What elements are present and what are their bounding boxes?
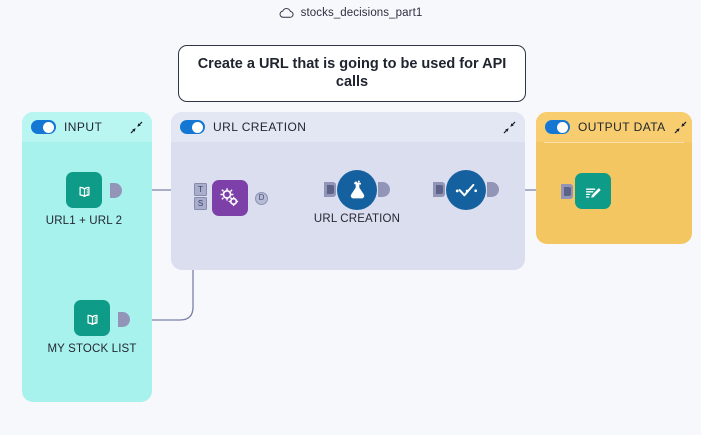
- book-folder-icon: [73, 182, 95, 200]
- book-folder-icon: [81, 310, 103, 328]
- node-url1-url2-icon-box[interactable]: [66, 172, 102, 208]
- node-my-stock-list-label: MY STOCK LIST: [47, 343, 137, 355]
- document-title-bar: stocks_decisions_part1: [0, 7, 701, 19]
- node-url-creation-input-port[interactable]: [324, 182, 336, 197]
- group-input-toggle[interactable]: [31, 120, 56, 134]
- toggle-knob: [43, 121, 55, 133]
- collapse-icon[interactable]: [674, 121, 687, 134]
- node-validation-icon-box[interactable]: [446, 170, 486, 210]
- node-output-document-input-port[interactable]: [561, 184, 573, 199]
- node-gears-icon-box[interactable]: [212, 180, 248, 216]
- group-output-data-toggle[interactable]: [545, 120, 570, 134]
- node-url1-url2-label: URL1 + URL 2: [45, 215, 123, 227]
- group-input-label: INPUT: [64, 120, 103, 134]
- group-input-header: INPUT: [22, 112, 152, 142]
- toggle-knob: [192, 121, 204, 133]
- node-gears-input-port-s[interactable]: S: [194, 197, 207, 210]
- group-input[interactable]: INPUT: [22, 112, 152, 402]
- toggle-knob: [557, 121, 569, 133]
- node-url1-url2-output-port[interactable]: [110, 183, 122, 198]
- node-validation[interactable]: [433, 170, 499, 210]
- node-url-creation-icon-box[interactable]: [337, 170, 377, 210]
- node-validation-input-port[interactable]: [433, 182, 445, 197]
- node-my-stock-list-output-port[interactable]: [118, 312, 130, 327]
- node-gears-input-port-t[interactable]: T: [194, 183, 207, 196]
- document-edit-folder-icon: [582, 183, 604, 201]
- annotation-note-text: Create a URL that is going to be used fo…: [197, 55, 507, 90]
- group-url-creation-label: URL CREATION: [213, 120, 307, 134]
- node-my-stock-list[interactable]: MY STOCK LIST: [47, 300, 136, 355]
- flask-icon: [350, 180, 364, 198]
- node-url1-url2[interactable]: URL1 + URL 2: [46, 172, 122, 227]
- group-output-data-header: OUTPUT DATA: [536, 112, 692, 142]
- node-url-creation-output-port[interactable]: [378, 182, 390, 197]
- node-output-document[interactable]: [561, 173, 611, 209]
- node-validation-output-port[interactable]: [487, 182, 499, 197]
- cloud-icon: [279, 8, 294, 18]
- node-my-stock-list-icon-box[interactable]: [74, 300, 110, 336]
- group-url-creation-header: URL CREATION: [171, 112, 525, 142]
- gears-icon: [220, 188, 239, 207]
- node-output-document-icon-box[interactable]: [575, 173, 611, 209]
- checkmark-chart-icon: [455, 183, 477, 196]
- node-url-creation-label: URL CREATION: [313, 213, 401, 225]
- node-url-creation[interactable]: URL CREATION: [314, 170, 400, 225]
- collapse-icon[interactable]: [503, 121, 516, 134]
- group-output-data-divider: [544, 142, 684, 143]
- collapse-icon[interactable]: [130, 121, 143, 134]
- group-output-data-label: OUTPUT DATA: [578, 120, 666, 134]
- node-gears-output-port-d[interactable]: D: [255, 192, 268, 205]
- node-gears[interactable]: T S D: [194, 180, 268, 216]
- group-input-divider: [30, 142, 144, 143]
- annotation-note[interactable]: Create a URL that is going to be used fo…: [178, 45, 526, 102]
- group-output-data[interactable]: OUTPUT DATA: [536, 112, 692, 244]
- group-url-creation-toggle[interactable]: [180, 120, 205, 134]
- page-title: stocks_decisions_part1: [300, 7, 423, 19]
